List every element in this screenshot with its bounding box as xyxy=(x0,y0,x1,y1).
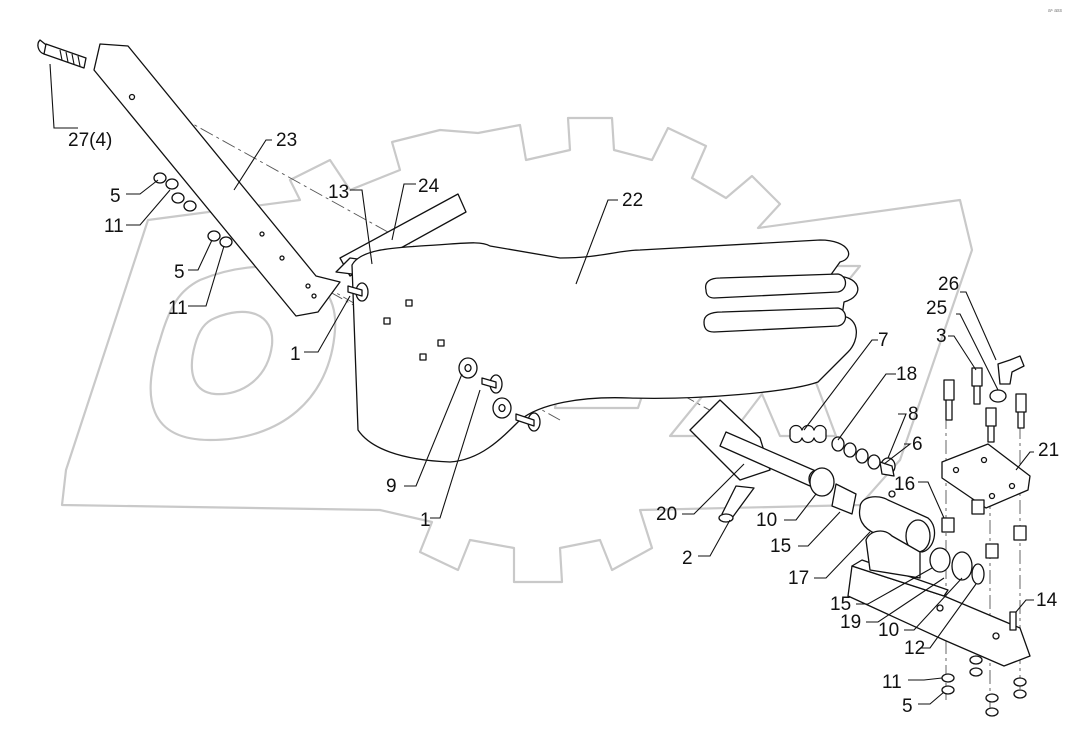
bolts-3 xyxy=(943,367,1027,443)
callout-1-upper: 1 xyxy=(290,344,301,365)
callout-15-lower: 15 xyxy=(830,594,851,615)
washer-10-upper xyxy=(809,467,835,497)
base-19 xyxy=(847,530,1031,667)
callout-13: 13 xyxy=(328,182,349,203)
long-arm-23 xyxy=(93,43,341,317)
hinge-bracket-20 xyxy=(689,399,822,488)
bracket-plate-21 xyxy=(941,443,1031,509)
callout-3: 3 xyxy=(936,326,947,347)
leader-lines xyxy=(49,63,1034,705)
spring-7 xyxy=(789,424,827,444)
pin-14 xyxy=(1009,611,1017,631)
bolt-1-lower xyxy=(481,374,541,432)
callout-labels: 27(4) 23 5 11 5 11 13 24 22 1 9 1 26 25 … xyxy=(68,130,1059,717)
callout-8: 8 xyxy=(908,404,919,425)
parts xyxy=(37,39,1031,717)
callout-11-middle: 11 xyxy=(168,298,188,319)
callout-20: 20 xyxy=(656,504,677,525)
callout-5-lower: 5 xyxy=(902,696,913,717)
callout-14: 14 xyxy=(1036,590,1058,611)
callout-16: 16 xyxy=(894,474,915,495)
nut-washer-set-upper xyxy=(153,172,233,248)
callout-19: 19 xyxy=(840,612,861,633)
callout-5-upper: 5 xyxy=(110,186,121,207)
bushing-15-upper xyxy=(831,483,857,515)
callout-10-lower: 10 xyxy=(878,620,899,641)
watermark-gear-outline xyxy=(60,116,974,584)
housing-17 xyxy=(858,490,936,553)
callout-24: 24 xyxy=(418,176,440,197)
washers-9 xyxy=(458,357,512,419)
callout-12: 12 xyxy=(904,638,925,659)
callout-11-upper: 11 xyxy=(104,216,124,237)
nut-25 xyxy=(989,389,1007,403)
callout-17: 17 xyxy=(788,568,809,589)
bolt-1-upper xyxy=(347,282,369,302)
nut-6 xyxy=(879,461,895,477)
callout-23: 23 xyxy=(276,130,297,151)
callout-9: 9 xyxy=(386,476,397,497)
snap-ring-12 xyxy=(971,563,985,585)
callout-10-upper: 10 xyxy=(756,510,777,531)
callout-2: 2 xyxy=(682,548,693,569)
washer-10-lower xyxy=(951,551,973,581)
callout-25: 25 xyxy=(926,298,947,319)
callout-1-lower: 1 xyxy=(420,510,431,531)
callout-5-middle: 5 xyxy=(174,262,185,283)
nut-washer-set-lower xyxy=(941,655,1027,717)
corner-code: a⁶ ass xyxy=(1048,8,1063,14)
callout-11-lower: 11 xyxy=(882,672,902,693)
callout-15-upper: 15 xyxy=(770,536,791,557)
callout-6: 6 xyxy=(912,434,923,455)
callout-27: 27(4) xyxy=(68,130,112,151)
main-plate-22 xyxy=(351,239,859,463)
callout-21: 21 xyxy=(1038,440,1059,461)
spacers-16 xyxy=(941,499,1027,559)
washers-18 xyxy=(831,436,881,470)
wing-bolt-26 xyxy=(997,355,1025,385)
callout-7: 7 xyxy=(878,330,889,351)
bushing-15-lower xyxy=(929,547,951,573)
carriage-bolt-27 xyxy=(37,39,87,69)
callout-18: 18 xyxy=(896,364,917,385)
bolt-2 xyxy=(718,485,755,523)
callout-22: 22 xyxy=(622,190,643,211)
callout-26: 26 xyxy=(938,274,959,295)
